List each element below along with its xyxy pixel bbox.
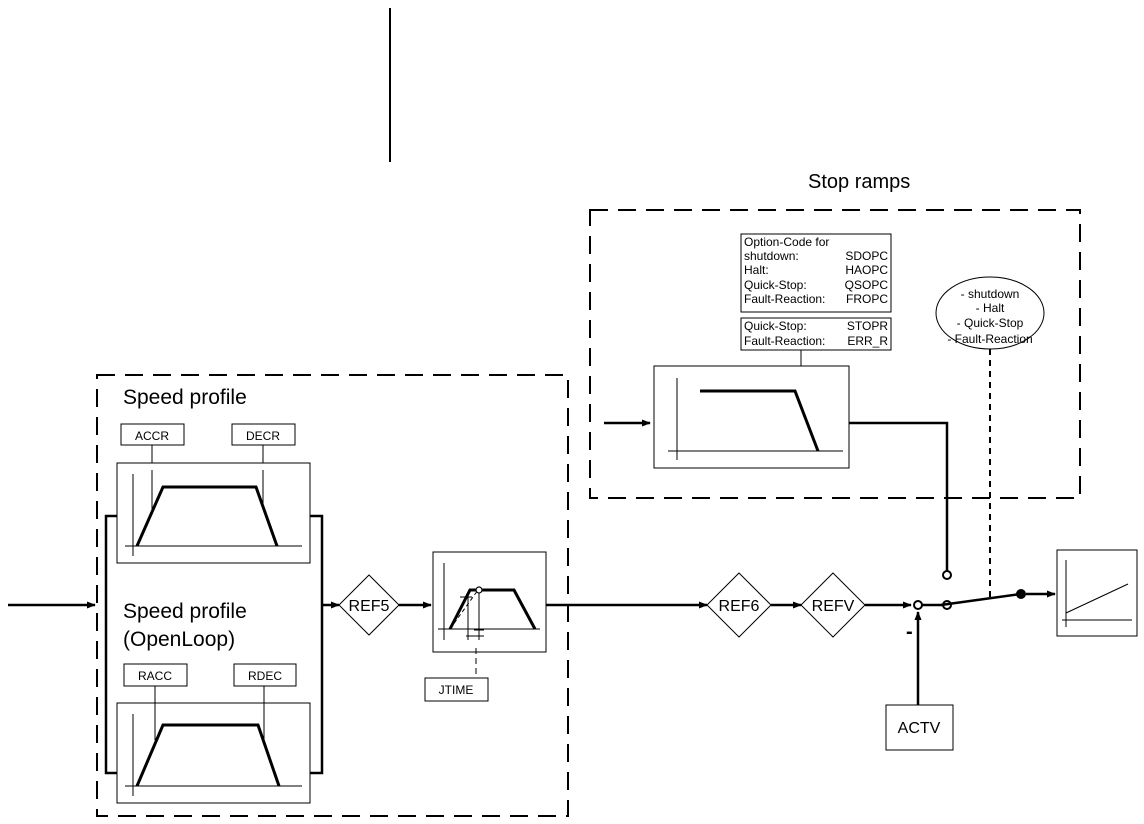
- summing-junction: [913, 600, 923, 610]
- speed-profile-group-frame: [96, 374, 569, 817]
- stop-ramp-output-wire: [849, 421, 949, 571]
- rdec-param-label: RDEC: [248, 669, 282, 683]
- accr-param-label: ACCR: [135, 429, 169, 443]
- ref6-label: REF6: [719, 598, 760, 615]
- condition-item: - Quick-Stop: [957, 316, 1024, 330]
- refv-label: REFV: [812, 598, 855, 615]
- minus-sign: -: [906, 621, 913, 643]
- stop-param-label: Quick-Stop:: [744, 319, 807, 333]
- stop-ramps-title: Stop ramps: [808, 171, 910, 193]
- switch-contact-stop: [942, 570, 952, 580]
- condition-item: - shutdown: [961, 287, 1020, 301]
- option-code-label: Quick-Stop:: [744, 278, 807, 292]
- switch-lever: [940, 592, 1022, 607]
- option-code-label: Halt:: [744, 263, 769, 277]
- option-code-label: shutdown:: [744, 249, 799, 263]
- jtime-param-label: JTIME: [439, 683, 474, 697]
- accr-param-box: [120, 423, 185, 446]
- ref5-block: REF5: [338, 574, 400, 636]
- stop-condition-ellipse: - shutdown - Halt - Quick-Stop - Fault-R…: [935, 276, 1045, 350]
- profile-bracket-right: [310, 514, 324, 775]
- ref6-block: REF6: [706, 572, 772, 638]
- speed-profile-openloop-subtitle: (OpenLoop): [123, 628, 235, 651]
- stop-param-label: Fault-Reaction:: [744, 334, 825, 348]
- decr-param-label: DECR: [246, 429, 280, 443]
- jtime-param-box: [424, 677, 489, 702]
- option-code-value: FROPC: [846, 292, 888, 306]
- jerk-filter-block: [432, 551, 547, 653]
- refv-block: REFV: [800, 572, 866, 638]
- rdec-param-box: [233, 663, 297, 687]
- option-code-label: Fault-Reaction:: [744, 292, 825, 306]
- option-code-table: Option-Code for shutdown: SDOPC Halt: HA…: [740, 233, 892, 313]
- profile-bracket-left: [104, 514, 117, 775]
- switch-pivot: [1016, 589, 1026, 599]
- option-code-header: Option-Code for: [744, 235, 829, 249]
- output-block: [1056, 549, 1138, 637]
- option-code-value: QSOPC: [845, 278, 889, 292]
- stop-ramp-block: [653, 350, 850, 469]
- option-code-value: SDOPC: [845, 249, 888, 263]
- racc-param-box: [123, 663, 188, 687]
- openloop-ramp-block: [116, 702, 311, 804]
- stop-param-value: ERR_R: [847, 334, 888, 348]
- actv-block: [885, 704, 954, 751]
- stop-ramp-param-table: Quick-Stop: STOPR Fault-Reaction: ERR_R: [740, 317, 892, 351]
- stop-param-value: STOPR: [847, 319, 888, 333]
- stop-ramps-group-frame: [589, 209, 1081, 499]
- condition-item: - Halt: [976, 301, 1005, 315]
- speed-profile-ramp-block: [116, 462, 311, 564]
- speed-profile-title: Speed profile: [123, 386, 247, 409]
- speed-profile-openloop-title: Speed profile: [123, 600, 247, 623]
- ref5-label: REF5: [349, 598, 390, 615]
- actv-label: ACTV: [898, 720, 941, 737]
- condition-item: - Fault-Reaction: [947, 332, 1032, 346]
- option-code-value: HAOPC: [845, 263, 888, 277]
- decr-param-box: [231, 423, 296, 446]
- racc-param-label: RACC: [138, 669, 172, 683]
